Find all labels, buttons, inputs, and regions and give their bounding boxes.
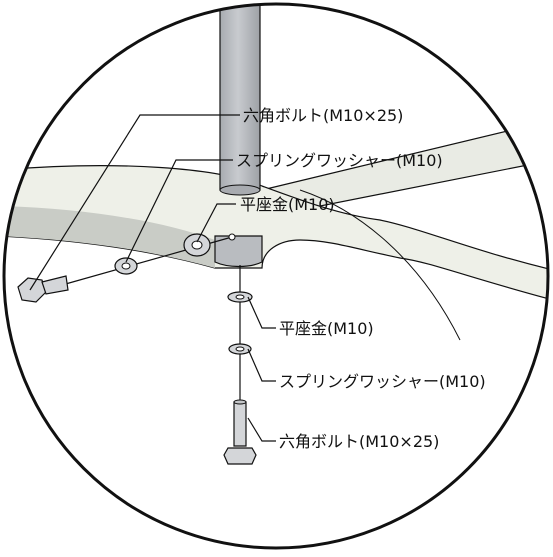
- vertical-pole: [219, 4, 261, 191]
- label-upper-spring-washer: スプリングワッシャー(M10): [236, 151, 443, 170]
- leader-upper-hex-bolt: [29, 114, 240, 291]
- detail-view-artwork: [4, 4, 548, 341]
- pole-collar: [214, 235, 263, 268]
- lower-flat-washer: [227, 291, 253, 303]
- leader-lower-flat-washer: [247, 296, 276, 329]
- upper-flat-washer: [183, 233, 211, 257]
- upper-spring-washer: [114, 257, 138, 275]
- bracket-curve: [299, 189, 461, 341]
- leader-lines: [29, 114, 276, 442]
- leader-upper-flat-washer: [196, 203, 236, 243]
- leader-lower-hex-bolt: [247, 417, 276, 442]
- leader-lower-spring-washer: [247, 348, 276, 382]
- leader-upper-spring-washer: [125, 159, 233, 263]
- lower-hex-bolt: [223, 399, 257, 465]
- label-upper-flat-washer: 平座金(M10): [240, 195, 335, 214]
- label-lower-hex-bolt: 六角ボルト(M10×25): [279, 432, 439, 451]
- label-upper-hex-bolt: 六角ボルト(M10×25): [243, 106, 403, 125]
- label-lower-spring-washer: スプリングワッシャー(M10): [279, 372, 486, 391]
- label-lower-flat-washer: 平座金(M10): [279, 319, 374, 338]
- detail-circle-frame: [2, 2, 550, 550]
- lower-spring-washer: [228, 343, 252, 355]
- bracket-shadow: [4, 206, 215, 268]
- upper-hex-bolt: [17, 275, 69, 303]
